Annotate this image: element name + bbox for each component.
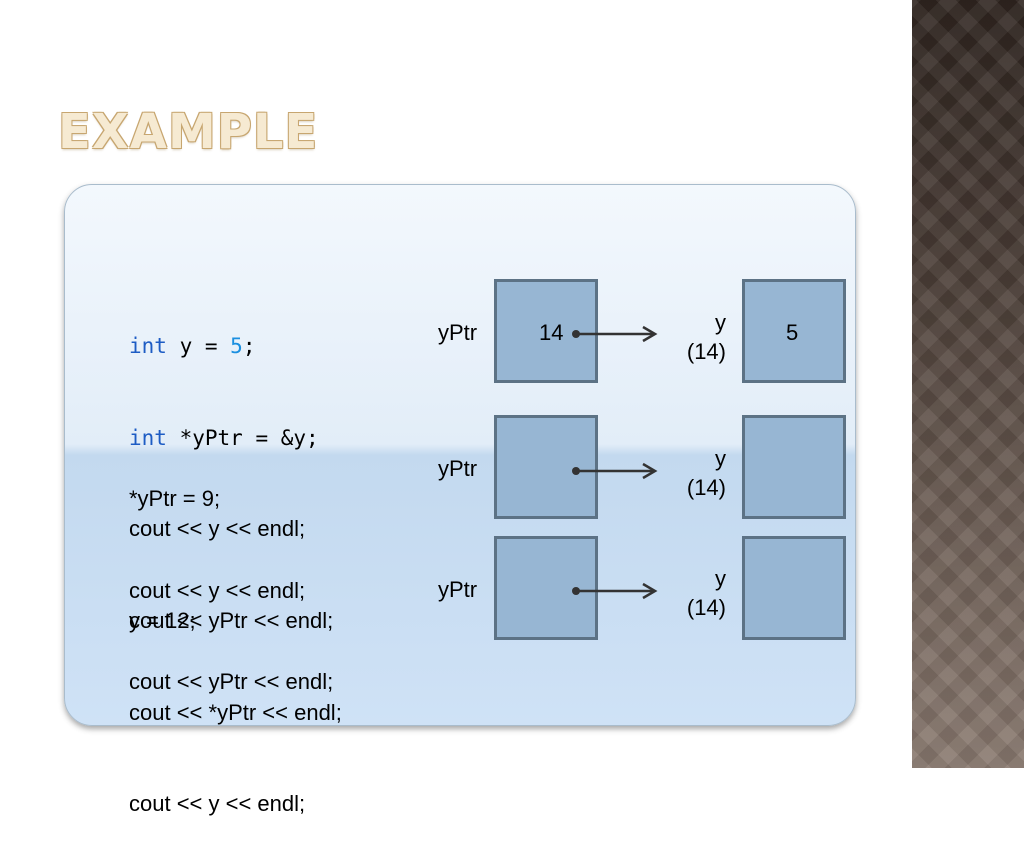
variable-value: 5 [786, 320, 799, 345]
code-line: cout << *yPtr << endl; [129, 699, 342, 725]
decorative-side-strip [912, 0, 1024, 768]
code-line: cout << y << endl; [129, 516, 306, 541]
variable-name: y [715, 446, 726, 471]
variable-box [742, 536, 846, 640]
keyword: int [129, 334, 167, 358]
code-line: cout << y << endl; [129, 577, 306, 603]
code-text: *yPtr = &y; [166, 425, 319, 450]
code-line: int y = 5; [129, 331, 333, 362]
code-block-3: y = 12; cout << *yPtr << endl; cout << y… [129, 545, 342, 850]
pointer-box [494, 279, 598, 383]
pointer-box [494, 536, 598, 640]
pointer-arrow [572, 462, 658, 480]
keyword: int [129, 425, 167, 450]
pointer-label: yPtr [438, 320, 478, 345]
variable-address: (14) [686, 339, 726, 364]
variable-box [742, 415, 846, 519]
pointer-value: 14 [539, 320, 564, 345]
pointer-label: yPtr [438, 577, 478, 602]
variable-name: y [715, 310, 726, 335]
variable-name: y [715, 566, 726, 591]
code-line: int *yPtr = &y; [129, 423, 333, 454]
pointer-label: yPtr [438, 456, 478, 481]
code-line: cout << yPtr << endl; [129, 607, 334, 633]
code-line: y = 12; [129, 608, 196, 633]
slide-title: EXAMPLE [58, 104, 319, 160]
code-line: cout << yPtr << endl; [129, 669, 334, 694]
variable-address: (14) [686, 475, 726, 500]
code-line: cout << y << endl; [129, 791, 306, 816]
code-line: *yPtr = 9; [129, 486, 221, 511]
variable-address: (14) [686, 595, 726, 620]
code-block-2: *yPtr = 9; cout << y << endl; cout << yP… [129, 423, 333, 728]
content-panel [64, 184, 856, 726]
code-text: y = [166, 334, 231, 358]
pointer-arrow [572, 325, 658, 343]
pointer-arrow [572, 582, 658, 600]
number-literal: 5 [230, 334, 243, 358]
variable-box [742, 279, 846, 383]
code-text: ; [242, 334, 256, 358]
pointer-box [494, 415, 598, 519]
code-block-1: int y = 5; int *yPtr = &y; cout << y << … [129, 270, 333, 667]
